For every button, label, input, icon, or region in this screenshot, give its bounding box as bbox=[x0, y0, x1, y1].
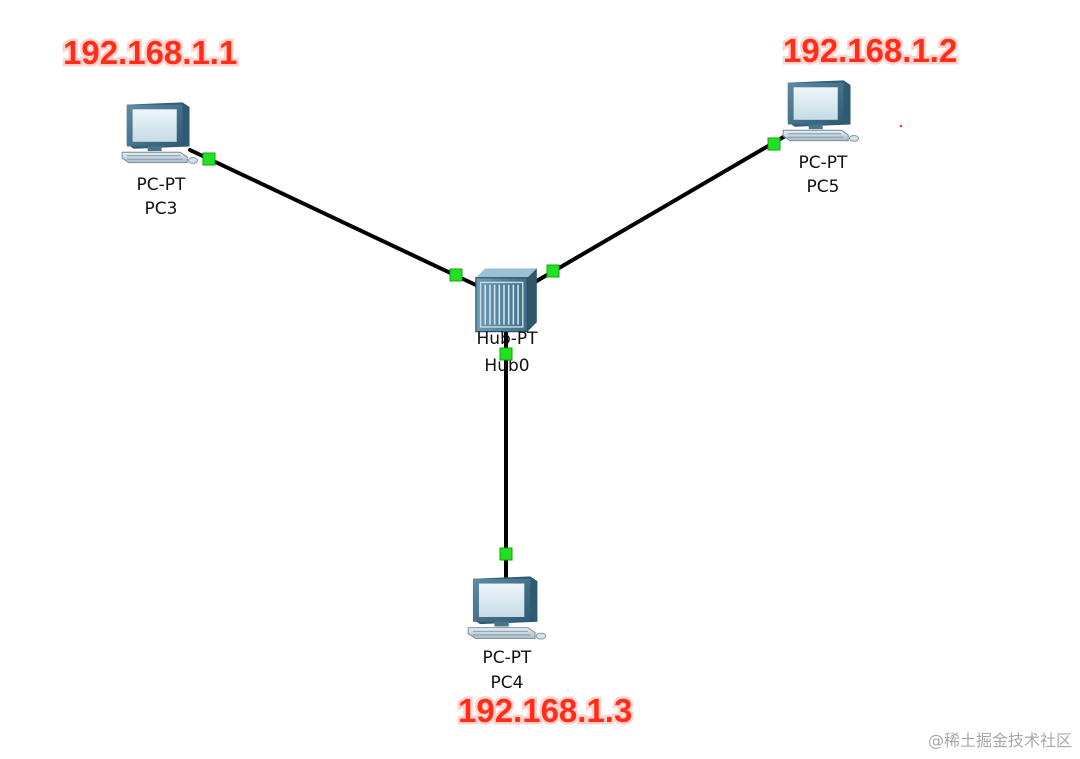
ports-layer bbox=[202, 137, 781, 561]
device-name-label: PC4 bbox=[491, 673, 524, 693]
port-status-up-hub0-right bbox=[546, 264, 560, 278]
port-status-up-pc4 bbox=[499, 547, 513, 561]
device-model-label: PC-PT bbox=[799, 153, 849, 173]
device-pc4[interactable]: PC-PT PC4 bbox=[467, 575, 547, 693]
port-status-up-pc3 bbox=[202, 152, 216, 166]
port-status-up-hub0-bottom bbox=[499, 347, 513, 361]
ip-label-pc5: 192.168.1.2 bbox=[783, 32, 957, 69]
device-hub0[interactable]: Hub-PT Hub0 bbox=[475, 267, 538, 376]
link-pc5-hub0[interactable] bbox=[533, 130, 794, 284]
device-pc5[interactable]: PC-PT PC5 bbox=[782, 79, 860, 197]
device-model-label: Hub-PT bbox=[476, 329, 538, 349]
stray-mark bbox=[900, 125, 902, 127]
device-name-label: Hub0 bbox=[484, 356, 529, 376]
device-model-label: PC-PT bbox=[483, 648, 533, 668]
link-pc3-hub0[interactable] bbox=[188, 148, 480, 288]
device-model-label: PC-PT bbox=[137, 175, 187, 195]
device-pc3[interactable]: PC-PT PC3 bbox=[121, 101, 199, 219]
hub-icon bbox=[475, 267, 538, 333]
port-status-up-hub0-left bbox=[449, 268, 463, 282]
ip-label-pc4: 192.168.1.3 bbox=[458, 692, 632, 729]
watermark-text: @稀土掘金技术社区 bbox=[927, 731, 1072, 750]
links-layer bbox=[188, 130, 794, 580]
pc-icon bbox=[467, 575, 547, 640]
pc-icon bbox=[121, 101, 199, 164]
pc-icon bbox=[782, 79, 860, 142]
ip-label-pc3: 192.168.1.1 bbox=[63, 34, 237, 71]
device-name-label: PC3 bbox=[145, 199, 178, 219]
device-name-label: PC5 bbox=[807, 177, 840, 197]
port-status-up-pc5 bbox=[767, 137, 781, 151]
